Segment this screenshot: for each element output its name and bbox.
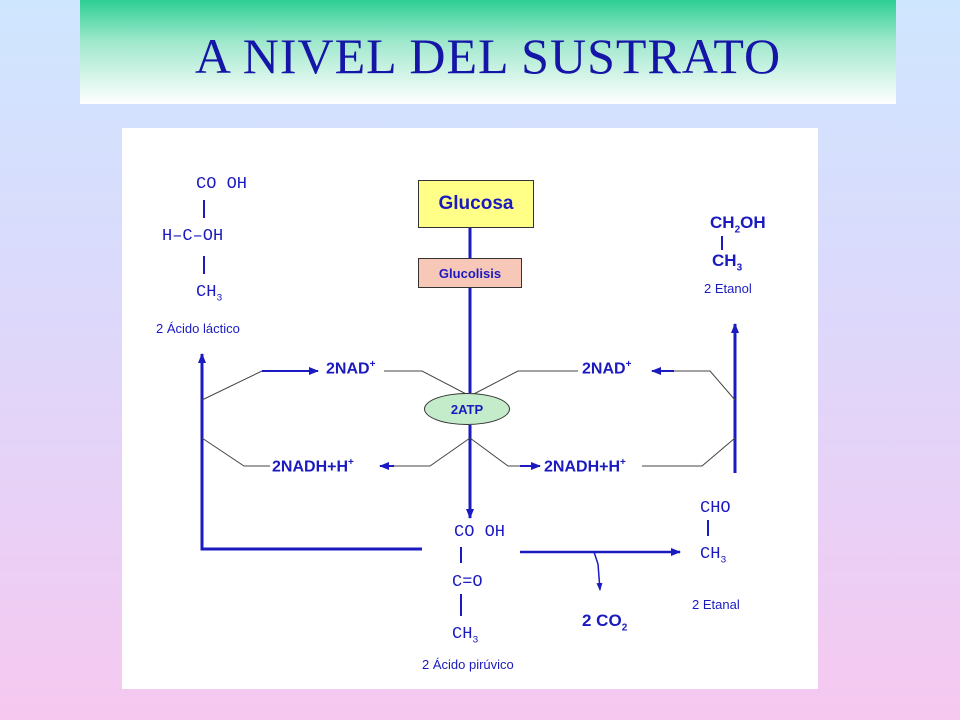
nad-right-label: 2NAD+ [582, 359, 632, 378]
ethanol-ch2oh: CH2OH [710, 213, 766, 236]
lactic-ch3: CH3 [196, 283, 223, 305]
right-nad-line [469, 370, 578, 397]
diagram-lines [198, 200, 739, 616]
glucosa-box: Glucosa [418, 180, 534, 228]
atp-ellipse: 2ATP [424, 393, 510, 425]
pyruvic-to-lactic-arrow [198, 353, 422, 551]
nad-left-label: 2NAD+ [326, 359, 376, 378]
co2-label: 2 CO2 [582, 611, 628, 634]
ethanol-name: 2 Etanol [704, 281, 752, 296]
ethanal-name: 2 Etanal [692, 597, 740, 612]
title-banner: A NIVEL DEL SUSTRATO [80, 0, 896, 104]
ethanal-cho: CHO [700, 499, 731, 518]
left-nadh-line-2 [384, 437, 471, 467]
right-nad-line-2 [666, 370, 736, 401]
page-title: A NIVEL DEL SUSTRATO [194, 28, 782, 84]
pyruvic-ch3: CH3 [452, 625, 479, 647]
pyruvic-name: 2 Ácido pirúvico [422, 657, 514, 672]
right-nadh-line-2 [642, 437, 736, 467]
lactic-middle: H–C–OH [162, 227, 224, 246]
ethanol-ch3: CH3 [712, 251, 743, 274]
glucolisis-box: Glucolisis [418, 258, 522, 288]
nadh-left-label: 2NADH+H+ [272, 457, 354, 476]
co2-branch-arrow [593, 551, 603, 591]
left-nad-line [201, 370, 318, 401]
pyruvic-cooh: CO OH [454, 523, 506, 542]
pyruvic-co: C=O [452, 573, 483, 592]
nadh-right-label: 2NADH+H+ [544, 457, 626, 476]
ethanal-ch3: CH3 [700, 545, 727, 567]
lactic-cooh: CO OH [196, 175, 248, 194]
fermentation-diagram: CO OH H–C–OH CH3 2 Ácido láctico CH2OH C… [122, 128, 818, 689]
right-nadh-line [469, 437, 520, 467]
left-nad-line-2 [384, 370, 471, 397]
left-nadh-line [201, 437, 270, 467]
lactic-name: 2 Ácido láctico [156, 321, 240, 336]
